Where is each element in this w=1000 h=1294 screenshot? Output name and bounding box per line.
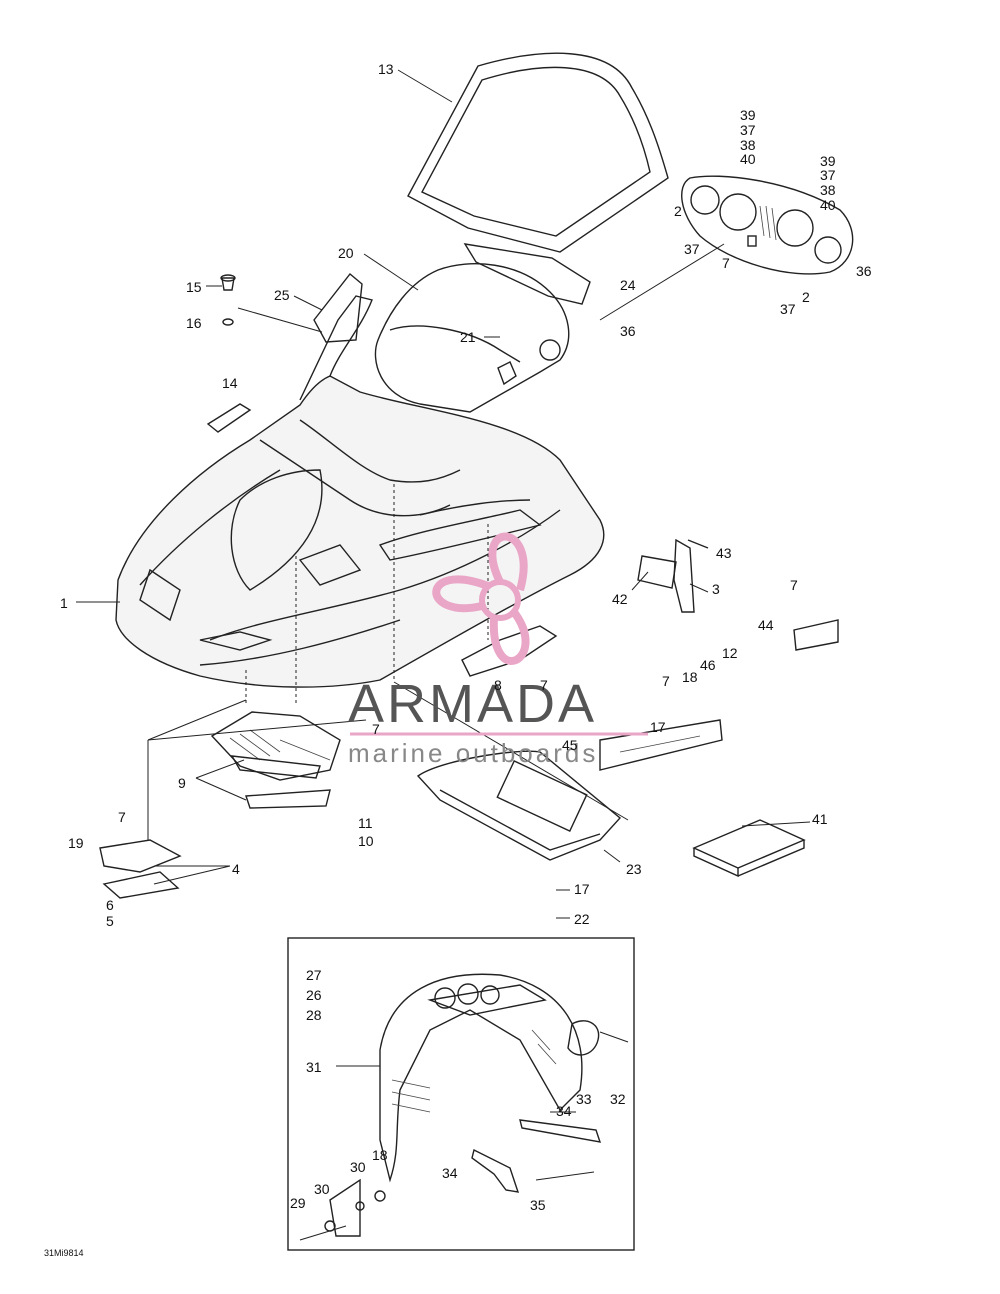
callout-37: 37 [740, 122, 756, 138]
callout-37: 37 [820, 167, 836, 183]
callout-10: 10 [358, 833, 374, 849]
callout-27: 27 [306, 967, 322, 983]
callout-45: 45 [562, 737, 578, 753]
callout-42: 42 [612, 591, 628, 607]
upper-console-part [374, 263, 570, 413]
callout-39: 39 [740, 107, 756, 123]
callout-6: 6 [106, 897, 114, 913]
gauge-panel-part [681, 175, 854, 275]
foam-pad-part [692, 819, 806, 878]
belly-pan-part [416, 750, 622, 861]
callout-20: 20 [338, 245, 354, 261]
callout-14: 14 [222, 375, 238, 391]
callout-30: 30 [314, 1181, 330, 1197]
callout-21: 21 [460, 329, 476, 345]
trim-strip-part [793, 619, 839, 651]
callout-1: 1 [60, 595, 68, 611]
callout-36: 36 [620, 323, 636, 339]
callout-2: 2 [674, 203, 682, 219]
callout-24: 24 [620, 277, 636, 293]
callout-18: 18 [372, 1147, 388, 1163]
air-duct-part [461, 625, 558, 677]
callout-39: 39 [820, 153, 836, 169]
lower-vent-part [99, 839, 182, 899]
callout-43: 43 [716, 545, 732, 561]
callout-46: 46 [700, 657, 716, 673]
callout-37: 37 [780, 301, 796, 317]
callout-7: 7 [118, 809, 126, 825]
deflector-part [313, 273, 363, 343]
callout-18: 18 [682, 669, 698, 685]
drawing-code: 31Mi9814 [44, 1248, 84, 1258]
handle-part [206, 403, 252, 433]
callout-38: 38 [740, 137, 756, 153]
callout-34: 34 [442, 1165, 458, 1181]
propeller-logo-icon [432, 532, 530, 665]
callout-8: 8 [494, 677, 502, 693]
watermark-brand: ARMADA [348, 674, 597, 734]
callout-29: 29 [290, 1195, 306, 1211]
callout-7: 7 [790, 577, 798, 593]
hood-part [115, 295, 605, 688]
callout-4: 4 [232, 861, 240, 877]
callout-37: 37 [684, 241, 700, 257]
callout-labels: 13 39 37 38 40 39 37 38 40 2 37 7 36 2 3… [60, 61, 872, 1213]
callout-35: 35 [530, 1197, 546, 1213]
callout-38: 38 [820, 182, 836, 198]
callout-3: 3 [712, 581, 720, 597]
callout-33: 33 [576, 1091, 592, 1107]
watermark: ARMADA marine outboards [348, 532, 648, 768]
callout-13: 13 [378, 61, 394, 77]
callout-15: 15 [186, 279, 202, 295]
callout-23: 23 [626, 861, 642, 877]
windshield-part [407, 52, 669, 305]
callout-11: 11 [358, 815, 373, 831]
callout-7: 7 [372, 721, 380, 737]
callout-7: 7 [540, 677, 548, 693]
watermark-tagline: marine outboards [348, 738, 598, 768]
callout-5: 5 [106, 913, 114, 929]
callout-9: 9 [178, 775, 186, 791]
callout-40: 40 [740, 151, 756, 167]
callout-40: 40 [820, 197, 836, 213]
callout-30: 30 [350, 1159, 366, 1175]
inset-box [287, 937, 635, 1251]
callout-16: 16 [186, 315, 202, 331]
trim-bar-part [599, 719, 723, 771]
callout-25: 25 [274, 287, 290, 303]
callout-26: 26 [306, 987, 322, 1003]
side-vent-part [210, 711, 341, 809]
callout-31: 31 [306, 1059, 322, 1075]
callout-19: 19 [68, 835, 84, 851]
callout-32: 32 [610, 1091, 626, 1107]
vent-cap-part [220, 274, 236, 326]
callout-17: 17 [650, 719, 666, 735]
callout-36: 36 [856, 263, 872, 279]
callout-12: 12 [722, 645, 738, 661]
callout-7: 7 [662, 673, 670, 689]
callout-7: 7 [722, 255, 730, 271]
leader-lines [76, 69, 811, 919]
bracket-part [637, 538, 709, 613]
assembly-lines [245, 484, 629, 821]
callout-2: 2 [802, 289, 810, 305]
callout-34: 34 [556, 1103, 572, 1119]
callout-44: 44 [758, 617, 774, 633]
callout-17: 17 [574, 881, 590, 897]
callout-28: 28 [306, 1007, 322, 1023]
callout-41: 41 [812, 811, 828, 827]
callout-22: 22 [574, 911, 590, 927]
